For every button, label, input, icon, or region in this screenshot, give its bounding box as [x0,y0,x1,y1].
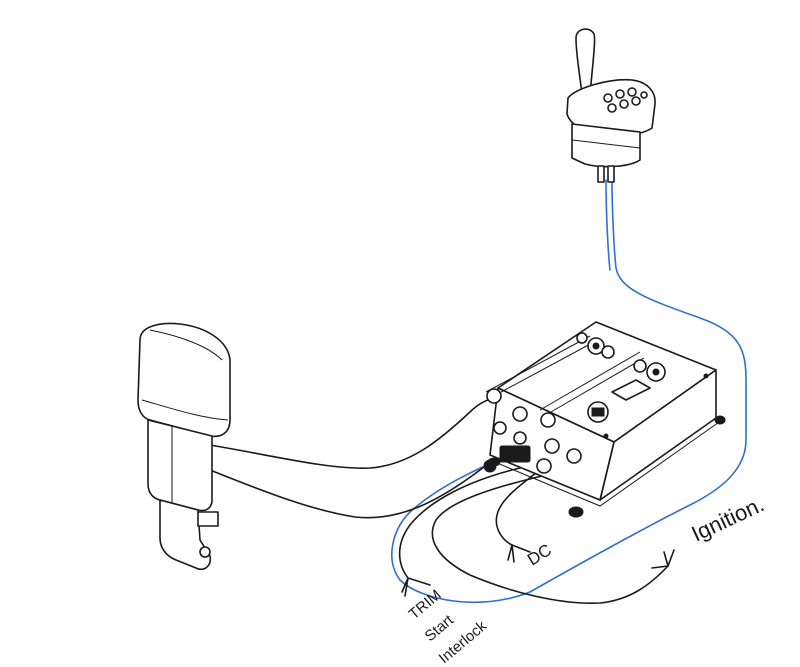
box-connectors [483,388,582,474]
box-label-plate [611,379,651,401]
throttle-handle [575,28,596,96]
dc-cable-end [507,544,531,563]
top-fittings [576,332,666,382]
cables [209,179,747,604]
actuator-cover [137,322,231,438]
actuator-cable-upper [209,397,495,469]
ignition-cable-end [651,549,675,569]
diagram-labels: Ignition. DC TRIM Start Interlock [406,491,768,667]
control-box [483,321,726,518]
control-cable [391,179,747,604]
cable-ends [401,544,675,597]
harness-dc [495,469,541,546]
steering-actuator [137,322,231,571]
harness-trim [398,467,521,579]
actuator-housing [147,419,213,512]
throttle-lever [566,28,656,183]
control-cable-2 [605,179,611,271]
harness-ignition [431,471,669,604]
throttle-buttons [603,87,648,113]
dc-label: DC [524,540,555,569]
actuator-cable-lower [209,457,501,519]
trim-cable-end [401,577,431,597]
throttle-base [571,123,641,168]
